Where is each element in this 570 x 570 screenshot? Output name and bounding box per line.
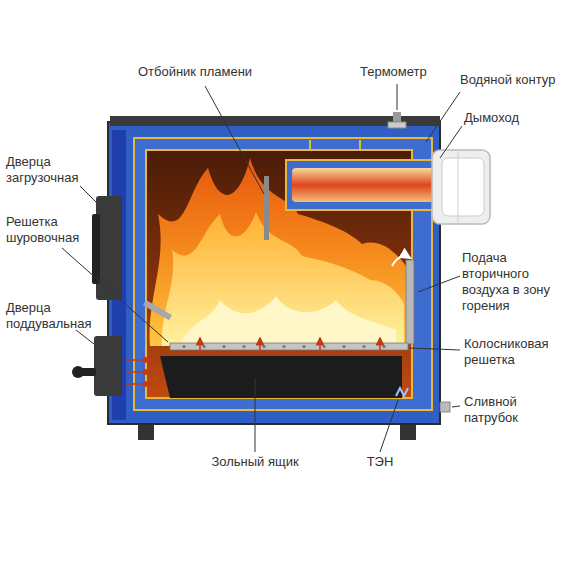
air-arrows <box>126 383 150 385</box>
chimney-collar <box>432 150 490 224</box>
leader-lines <box>80 186 96 202</box>
drain-pipe <box>440 402 450 412</box>
grate <box>222 345 225 348</box>
grate <box>362 345 365 348</box>
leader-lines <box>426 92 460 142</box>
boiler-body <box>309 140 311 150</box>
ash-box <box>160 356 402 398</box>
thermometer <box>388 122 406 128</box>
grate <box>342 345 345 348</box>
heater-symbol <box>396 388 408 396</box>
part-label: Дымоход <box>464 110 554 126</box>
air-arrows <box>126 371 150 373</box>
chimney-collar <box>458 150 459 224</box>
thermometer <box>388 112 406 128</box>
part-label: Водяной контур <box>460 72 566 88</box>
flame-deflector <box>264 176 269 240</box>
leader-lines <box>397 84 398 110</box>
part-label: Дверца поддувальная <box>6 300 90 332</box>
secondary-air-pipe <box>392 256 414 344</box>
firebox <box>162 212 404 346</box>
ash-box <box>160 356 402 398</box>
grate <box>282 345 285 348</box>
air-arrows <box>379 338 381 352</box>
air-arrows <box>259 338 261 352</box>
air-arrows <box>126 338 380 384</box>
part-label: Колосниковая решетка <box>464 336 564 368</box>
ash-door <box>94 336 122 396</box>
leader-lines <box>62 84 462 452</box>
chimney-tube <box>286 160 436 210</box>
grate <box>170 343 408 350</box>
chimney-tube <box>292 168 434 202</box>
part-label: Термометр <box>360 64 440 80</box>
leader-lines <box>76 330 94 344</box>
leader-lines <box>410 348 460 350</box>
boiler-body <box>108 122 440 424</box>
air-arrows <box>199 338 201 352</box>
leader-lines <box>255 378 256 452</box>
air-arrows <box>319 338 321 352</box>
grate <box>143 300 408 350</box>
secondary-air-pipe <box>406 260 414 344</box>
chimney-collar <box>442 158 484 216</box>
leader-lines <box>380 400 398 452</box>
part-label: Решетка шуровочная <box>6 214 90 246</box>
boiler-body <box>108 116 440 424</box>
ash-door <box>72 336 122 396</box>
part-label: Зольный ящик <box>200 454 310 470</box>
grate <box>382 345 385 348</box>
chimney-collar <box>432 150 490 224</box>
chimney-tube <box>286 160 436 210</box>
leader-lines <box>205 86 264 194</box>
secondary-air-pipe <box>392 256 410 266</box>
leader-lines <box>452 406 460 407</box>
ash-door <box>72 366 84 378</box>
air-arrows <box>126 359 150 361</box>
part-label: Дверца загрузочная <box>6 154 90 186</box>
leader-lines <box>440 126 462 158</box>
part-label: Подача вторичного воздуха в зону горения <box>462 250 566 314</box>
part-label: ТЭН <box>360 454 400 470</box>
grate <box>182 345 385 348</box>
grate <box>143 300 172 320</box>
grate <box>202 345 205 348</box>
firebox <box>180 296 396 346</box>
grate <box>322 345 325 348</box>
part-label: Сливной патрубок <box>464 394 564 426</box>
grate <box>242 345 245 348</box>
loading-door <box>92 196 122 300</box>
grate <box>302 345 305 348</box>
grate <box>182 345 185 348</box>
loading-door <box>92 214 100 284</box>
leader-lines <box>418 276 460 292</box>
boiler-body <box>359 140 361 150</box>
part-label: Отбойник пламени <box>120 64 270 80</box>
grate <box>262 345 265 348</box>
